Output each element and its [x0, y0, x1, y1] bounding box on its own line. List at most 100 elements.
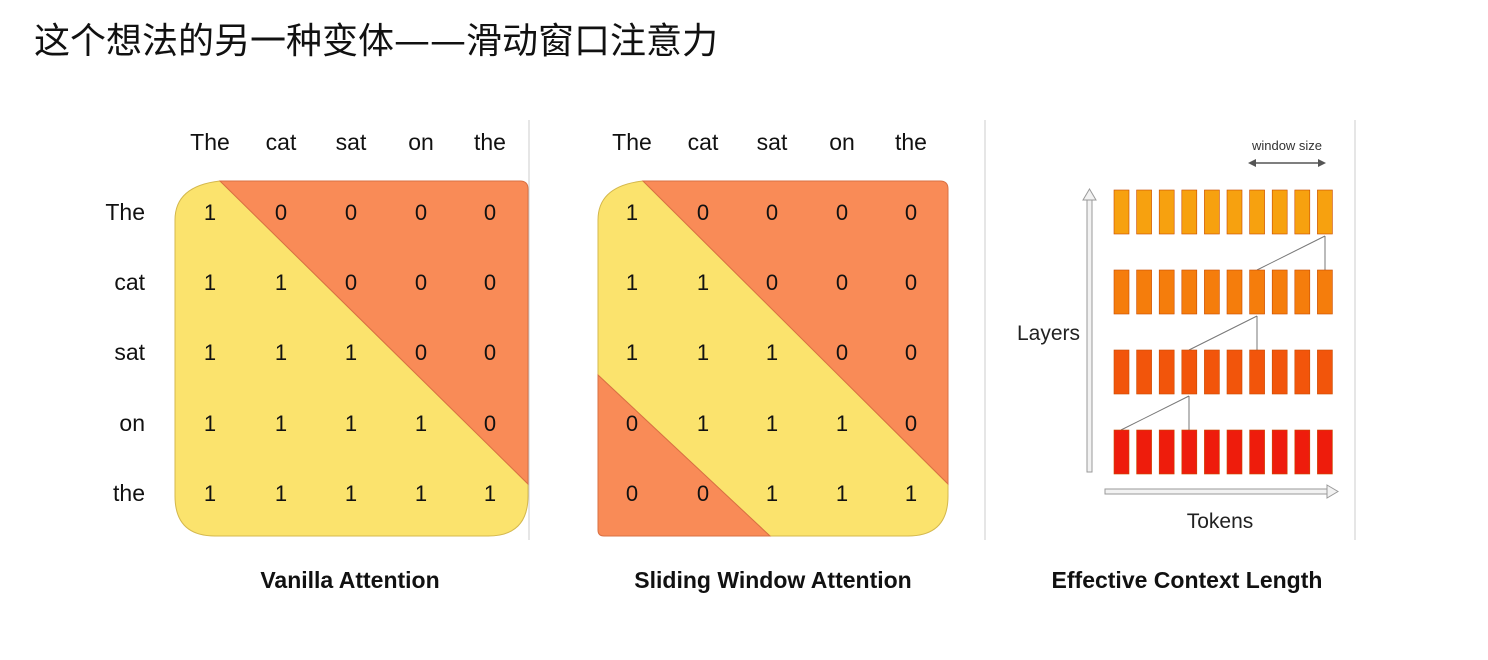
matrix-cell-value: 1: [626, 200, 638, 225]
token-block: [1113, 189, 1130, 235]
vanilla-mask-off-region: [218, 180, 529, 486]
matrix-cell-value: 0: [766, 200, 778, 225]
tokens-axis-label: Tokens: [1187, 510, 1254, 533]
matrix-cell-value: 1: [204, 270, 216, 295]
token-block: [1249, 189, 1265, 235]
column-header: sat: [336, 129, 367, 155]
matrix-cell-value: 1: [484, 481, 496, 506]
matrix-cell-value: 0: [905, 411, 917, 436]
layers-axis-label: Layers: [1017, 322, 1080, 345]
token-block: [1113, 429, 1130, 475]
layers-axis-arrowhead: [1082, 188, 1097, 201]
matrix-cell-value: 0: [415, 340, 427, 365]
matrix-cell-value: 0: [345, 270, 357, 295]
matrix-cell-value: 1: [345, 340, 357, 365]
matrix-cell-value: 1: [345, 481, 357, 506]
matrix-cell-value: 1: [697, 340, 709, 365]
panel-caption: Sliding Window Attention: [634, 567, 911, 593]
row-header: the: [113, 480, 145, 506]
matrix-cell-value: 1: [766, 481, 778, 506]
matrix-cell-value: 0: [697, 481, 709, 506]
token-block: [1158, 189, 1175, 235]
token-block: [1317, 429, 1333, 475]
token-layer-blocks: [1113, 189, 1333, 475]
token-block: [1204, 349, 1220, 395]
column-header: the: [895, 129, 927, 155]
token-block: [1226, 269, 1243, 315]
matrix-cell-value: 0: [484, 411, 496, 436]
token-block: [1294, 189, 1311, 235]
matrix-cell-value: 0: [697, 200, 709, 225]
token-block: [1317, 189, 1333, 235]
token-block: [1113, 349, 1130, 395]
matrix-cell-value: 1: [626, 270, 638, 295]
matrix-cell-value: 1: [204, 481, 216, 506]
matrix-cell-value: 1: [345, 411, 357, 436]
row-header: The: [105, 199, 145, 225]
matrix-cell-value: 1: [766, 411, 778, 436]
matrix-cell-value: 1: [836, 481, 848, 506]
window-size-arrow-left-head: [1248, 159, 1256, 167]
token-block: [1181, 349, 1198, 395]
matrix-cell-value: 1: [275, 340, 287, 365]
matrix-cell-value: 0: [905, 270, 917, 295]
token-block: [1204, 429, 1220, 475]
matrix-cell-value: 0: [766, 270, 778, 295]
token-block: [1181, 189, 1198, 235]
row-header: on: [119, 410, 145, 436]
matrix-cell-value: 1: [766, 340, 778, 365]
panel-caption: Vanilla Attention: [260, 567, 439, 593]
panel-caption: Effective Context Length: [1052, 567, 1323, 593]
receptive-field-lines: [1120, 235, 1326, 431]
token-block: [1294, 349, 1311, 395]
matrix-cell-value: 1: [697, 270, 709, 295]
matrix-cell-value: 1: [626, 340, 638, 365]
layers-axis: [1086, 199, 1093, 473]
column-header: cat: [266, 129, 297, 155]
token-block: [1271, 269, 1288, 315]
matrix-cell-value: 1: [204, 340, 216, 365]
token-block: [1204, 269, 1220, 315]
token-block: [1294, 429, 1311, 475]
matrix-cell-value: 1: [415, 411, 427, 436]
token-block: [1181, 269, 1198, 315]
token-block: [1113, 269, 1130, 315]
sliding-mask-off-upper: [641, 180, 949, 486]
token-block: [1226, 349, 1243, 395]
token-block: [1226, 189, 1243, 235]
column-header: the: [474, 129, 506, 155]
matrix-cell-value: 0: [836, 270, 848, 295]
token-block: [1271, 429, 1288, 475]
page-title: 这个想法的另一种变体——滑动窗口注意力: [34, 21, 719, 62]
token-block: [1226, 429, 1243, 475]
token-block: [1204, 189, 1220, 235]
matrix-cell-value: 0: [415, 270, 427, 295]
matrix-cell-value: 0: [905, 200, 917, 225]
token-block: [1158, 269, 1175, 315]
matrix-cell-value: 0: [626, 481, 638, 506]
token-block: [1317, 269, 1333, 315]
token-block: [1249, 349, 1265, 395]
matrix-cell-value: 0: [484, 270, 496, 295]
matrix-cell-value: 0: [836, 340, 848, 365]
column-header: on: [408, 129, 434, 155]
token-block: [1249, 429, 1265, 475]
window-size-label: window size: [1251, 138, 1322, 153]
matrix-cell-value: 0: [275, 200, 287, 225]
matrix-cell-value: 0: [905, 340, 917, 365]
tokens-axis-arrowhead: [1326, 484, 1339, 499]
sliding-mask-off-lower: [597, 373, 772, 537]
token-block: [1136, 429, 1152, 475]
token-block: [1181, 429, 1198, 475]
matrix-cell-value: 1: [905, 481, 917, 506]
vanilla-mask-on-region: [174, 180, 529, 537]
row-header: sat: [114, 339, 145, 365]
token-block: [1158, 349, 1175, 395]
token-block: [1136, 349, 1152, 395]
matrix-cell-value: 0: [345, 200, 357, 225]
matrix-cell-value: 1: [697, 411, 709, 436]
token-block: [1249, 269, 1265, 315]
matrix-cell-value: 1: [204, 411, 216, 436]
